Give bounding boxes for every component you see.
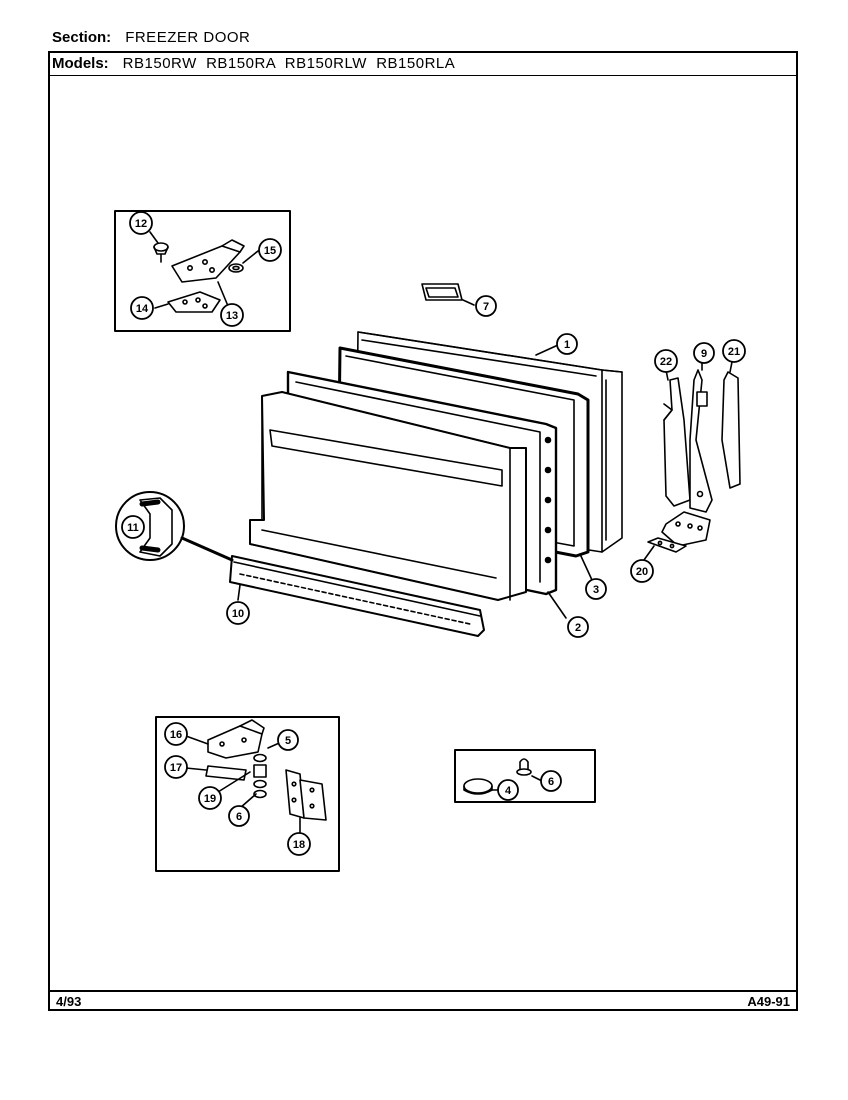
footer-code: A49-91 — [747, 994, 790, 1009]
callout-20: 20 — [630, 559, 654, 583]
svg-text:19: 19 — [204, 793, 216, 805]
top-hinge-part — [171, 239, 245, 283]
models-label: Models: — [52, 55, 109, 72]
footer-date: 4/93 — [56, 994, 82, 1009]
svg-text:10: 10 — [232, 608, 244, 620]
callout-6: 6 — [228, 805, 250, 827]
diagram-frame: 4/93 A49-91 — [48, 51, 798, 1011]
section-label: Section: — [52, 29, 112, 46]
section-line: Section: FREEZER DOOR — [52, 29, 250, 46]
callout-19: 19 — [198, 786, 222, 810]
callout-7: 7 — [475, 295, 497, 317]
callout-21: 21 — [722, 339, 746, 363]
svg-text:12: 12 — [135, 218, 147, 230]
screw-part — [153, 242, 169, 263]
callout-5: 5 — [277, 729, 299, 751]
washer-part — [228, 263, 244, 273]
svg-text:14: 14 — [136, 303, 149, 315]
nameplate-part — [421, 283, 475, 306]
hinge-shim-part — [167, 291, 221, 313]
callout-14: 14 — [130, 296, 154, 320]
svg-text:13: 13 — [226, 310, 238, 322]
door-stop-inset — [454, 749, 596, 803]
svg-text:5: 5 — [285, 735, 291, 747]
door-trim-bar — [229, 555, 485, 637]
top-hinge-inset — [114, 210, 291, 332]
callout-12: 12 — [129, 211, 153, 235]
liner-clips — [544, 436, 552, 564]
svg-text:16: 16 — [170, 729, 182, 741]
bottom-hinge-inset — [155, 716, 340, 872]
section-value: FREEZER DOOR — [125, 29, 251, 46]
svg-text:20: 20 — [636, 566, 648, 578]
svg-text:9: 9 — [701, 348, 707, 360]
header-rule — [50, 75, 796, 76]
svg-text:6: 6 — [236, 811, 242, 823]
svg-text:22: 22 — [660, 356, 672, 368]
door-shelf — [249, 391, 527, 601]
callout-6b: 6 — [540, 770, 562, 792]
svg-text:1: 1 — [564, 339, 570, 351]
svg-text:11: 11 — [127, 522, 139, 534]
callout-17: 17 — [164, 755, 188, 779]
svg-text:17: 17 — [170, 762, 182, 774]
models-line: Models: RB150RW RB150RA RB150RLW RB150RLA — [52, 55, 455, 72]
handle-assembly — [643, 361, 741, 561]
callout-11: 11 — [121, 515, 145, 539]
callout-10: 10 — [226, 601, 250, 625]
svg-text:18: 18 — [293, 839, 305, 851]
callout-22: 22 — [654, 349, 678, 373]
models-value: RB150RW RB150RA RB150RLW RB150RLA — [122, 55, 456, 72]
callout-16: 16 — [164, 722, 188, 746]
callout-18: 18 — [287, 832, 311, 856]
callout-1: 1 — [556, 333, 578, 355]
svg-text:21: 21 — [728, 346, 740, 358]
callout-4: 4 — [497, 779, 519, 801]
callouts: 1 2 3 4 5 6 6 7 9 10 11 12 13 14 15 16 1… — [121, 211, 746, 856]
callout-3: 3 — [585, 578, 607, 600]
svg-text:4: 4 — [505, 785, 512, 797]
detail-circle — [115, 491, 234, 562]
callout-9: 9 — [693, 342, 715, 364]
callout-15: 15 — [258, 238, 282, 262]
svg-text:7: 7 — [483, 301, 489, 313]
svg-text:3: 3 — [593, 584, 599, 596]
callout-2: 2 — [567, 616, 589, 638]
svg-text:15: 15 — [264, 245, 276, 257]
footer-rule — [50, 990, 796, 992]
svg-text:2: 2 — [575, 622, 581, 634]
svg-text:6: 6 — [548, 776, 554, 788]
callout-13: 13 — [220, 303, 244, 327]
